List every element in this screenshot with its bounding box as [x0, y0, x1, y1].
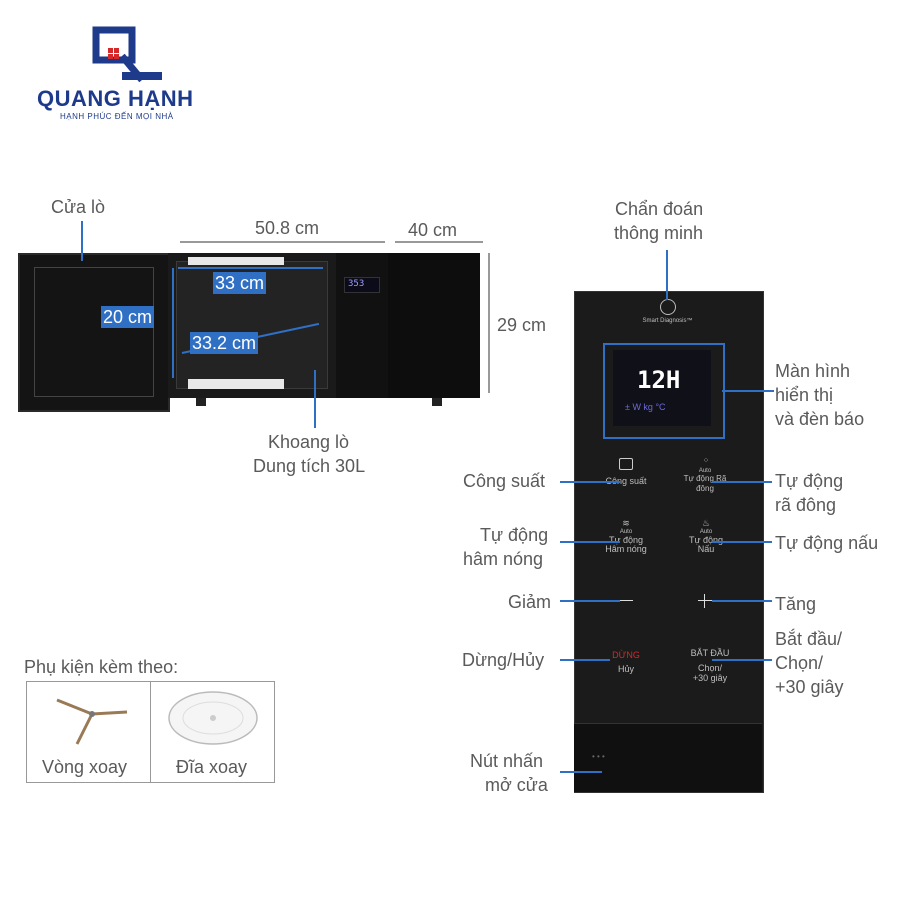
decrease-button[interactable] [619, 600, 633, 601]
auto-reheat-label-2: hâm nóng [463, 549, 544, 569]
start-select-label: Chọn/ [697, 663, 723, 673]
cook-small: Auto [699, 529, 713, 535]
door-button-label: Nút nhấn [470, 751, 544, 771]
auto-cook-label: Tự động nấu [775, 533, 879, 553]
cavity-width: 33 cm [213, 272, 267, 294]
cavity-capacity-label: Dung tích 30L [253, 456, 366, 476]
display-value: 12H [637, 366, 681, 394]
start-button[interactable]: BẮT ĐẦU [690, 648, 730, 658]
increase-button[interactable] [698, 600, 712, 601]
display-label: Màn hình [775, 361, 851, 381]
decrease-label: Giảm [508, 592, 552, 612]
start-label-2: Chọn/ [775, 653, 824, 673]
brand-name: QUANG HẠNH [37, 86, 194, 111]
accessory-label: Đĩa xoay [176, 757, 248, 777]
depth-dimension: 40 cm [408, 220, 458, 240]
auto-cook-button[interactable]: Tự động [688, 535, 724, 545]
cavity-label: Khoang lò [268, 432, 350, 452]
start-label: Bắt đầu/ [775, 629, 843, 649]
cavity-depth: 33.2 cm [190, 332, 259, 354]
display-label-2: hiển thị [775, 385, 834, 405]
reheat-steam-icon: ≋ [622, 518, 630, 528]
height-dimension-line [488, 253, 490, 393]
increase-label: Tăng [775, 594, 817, 614]
smart-diagnosis-label-2: thông minh [614, 223, 704, 243]
accessories-title: Phụ kiện kèm theo: [24, 657, 179, 677]
auto-reheat-label: Hâm nóng [605, 544, 647, 554]
auto-reheat-button[interactable]: Tự động [608, 535, 644, 545]
cancel-label: Hủy [617, 664, 634, 674]
accessory-roller-ring: Vòng xoay [26, 681, 151, 783]
turntable-plate-icon [168, 691, 258, 745]
display-label-3: và đèn báo [775, 409, 865, 429]
smart-diagnosis-label: Chẩn đoán [615, 199, 704, 219]
auto-defrost-label: Tự động [775, 471, 844, 491]
display-screen: 12H ± W kg °C [613, 350, 711, 426]
stop-cancel-label: Dừng/Hủy [462, 650, 545, 670]
door-button-area: • • • [574, 723, 762, 792]
defrost-small: Auto [698, 468, 712, 474]
start-label-3: +30 giây [775, 677, 844, 697]
defrost-dots-icon: ⁘ [702, 456, 710, 465]
start-plus30-label: +30 giây [692, 673, 728, 683]
display-units: ± W kg °C [625, 402, 666, 412]
auto-cook-label: Nấu [697, 544, 715, 554]
power-icon [619, 458, 633, 470]
depth-dimension-line [395, 241, 483, 243]
oven-control-strip: 353 [336, 253, 388, 398]
stop-button[interactable]: DỪNG [612, 650, 640, 660]
height-dimension: 29 cm [497, 315, 547, 335]
oven-display-value: 353 [348, 279, 365, 289]
logo-q-icon [92, 26, 162, 83]
auto-defrost-label-2: rã đông [775, 495, 837, 515]
auto-defrost-button[interactable]: Tự động Rã đông [683, 474, 727, 493]
oven-door [18, 253, 170, 412]
accessory-turntable: Đĩa xoay [150, 681, 275, 783]
smart-diagnosis-icon[interactable] [660, 299, 676, 315]
door-label: Cửa lò [51, 197, 106, 217]
width-dimension: 50.8 cm [255, 218, 320, 238]
oven-side [388, 253, 480, 398]
cook-pot-icon: ♨ [701, 518, 711, 528]
reheat-small: Auto [619, 529, 633, 535]
door-button-label-2: mở cửa [485, 775, 548, 795]
cavity-height: 20 cm [101, 306, 155, 328]
smart-diagnosis-text: Smart Diagnosis™ [642, 318, 693, 324]
power-button[interactable]: Công suất [605, 476, 647, 486]
power-label: Công suất [463, 471, 546, 491]
roller-ring-icon [56, 698, 128, 745]
width-dimension-line [180, 241, 385, 243]
auto-reheat-label: Tự động [480, 525, 549, 545]
accessory-label: Vòng xoay [42, 757, 128, 777]
brand-tagline: HẠNH PHÚC ĐẾN MỌI NHÀ [60, 112, 174, 121]
